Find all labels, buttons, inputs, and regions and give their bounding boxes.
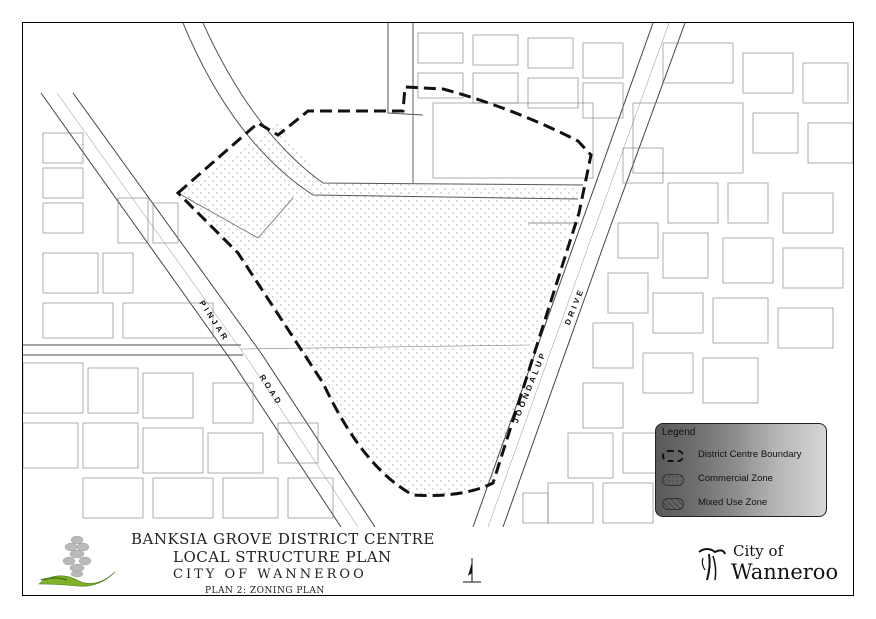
dashed-boundary-icon	[662, 450, 684, 462]
commercial-zone	[178, 123, 579, 496]
plan-title-line3: CITY OF WANNEROO	[173, 567, 367, 582]
legend-item-mixed-use: Mixed Use Zone	[662, 496, 822, 512]
map-sheet: PINJAR ROAD JOONDALUP DRIVE Legend Distr…	[22, 22, 854, 596]
logo-city-of: City of	[733, 542, 784, 560]
title-block: BANKSIA GROVE DISTRICT CENTRE LOCAL STRU…	[23, 528, 853, 596]
legend-label: Commercial Zone	[698, 473, 773, 484]
map-legend: Legend District Centre Boundary Commerci…	[655, 423, 827, 517]
legend-label: District Centre Boundary	[698, 449, 802, 460]
banksia-logo-icon	[38, 535, 116, 587]
lots-west	[23, 132, 279, 519]
wanneroo-logo-icon	[698, 548, 726, 581]
pinjar-road	[40, 92, 376, 527]
plan-title-line2: LOCAL STRUCTURE PLAN	[173, 548, 392, 566]
plan-title-line1: BANKSIA GROVE DISTRICT CENTRE	[131, 530, 435, 548]
lots-east	[522, 42, 853, 524]
plan-title-line4: PLAN 2: ZONING PLAN	[205, 586, 325, 596]
lots-south	[277, 422, 334, 519]
legend-label: Mixed Use Zone	[698, 497, 768, 508]
legend-item-commercial: Commercial Zone	[662, 472, 822, 488]
lots-north	[417, 32, 624, 179]
legend-title: Legend	[662, 427, 696, 438]
wanneroo-logo: City of Wanneroo	[695, 540, 845, 590]
north-arrow-icon	[463, 558, 481, 583]
zoning-map	[23, 23, 853, 527]
district-centre-boundary	[175, 85, 593, 497]
hatched-fill-icon	[662, 498, 684, 510]
legend-item-boundary: District Centre Boundary	[662, 448, 822, 464]
dotted-fill-icon	[662, 474, 684, 486]
logo-city-name: Wanneroo	[731, 560, 839, 584]
